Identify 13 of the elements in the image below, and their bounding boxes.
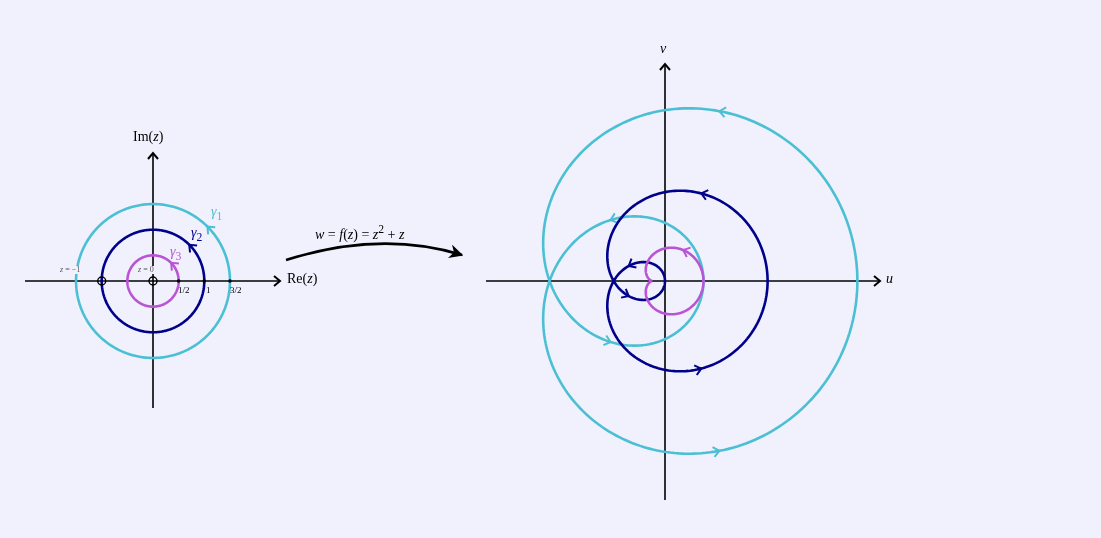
- curve-label: γ$_{2}$: [191, 226, 203, 244]
- curve-label: γ$_{3}$: [170, 245, 182, 263]
- edge-label: w = f(z) = z$^{2}$ + z: [315, 224, 405, 242]
- point-label: z = 0: [138, 266, 154, 274]
- mapping-arrow: [285, 242, 464, 262]
- tick-label: 1/2: [178, 286, 190, 295]
- point-label: z = −1: [60, 266, 81, 274]
- axis-label: u: [886, 272, 893, 286]
- tick-label: 1: [206, 286, 211, 295]
- curve-label: γ$_{1}$: [211, 205, 223, 223]
- axis-label: Re(z): [287, 272, 318, 286]
- tick-label: 3/2: [230, 286, 242, 295]
- axis-label: v: [660, 42, 667, 56]
